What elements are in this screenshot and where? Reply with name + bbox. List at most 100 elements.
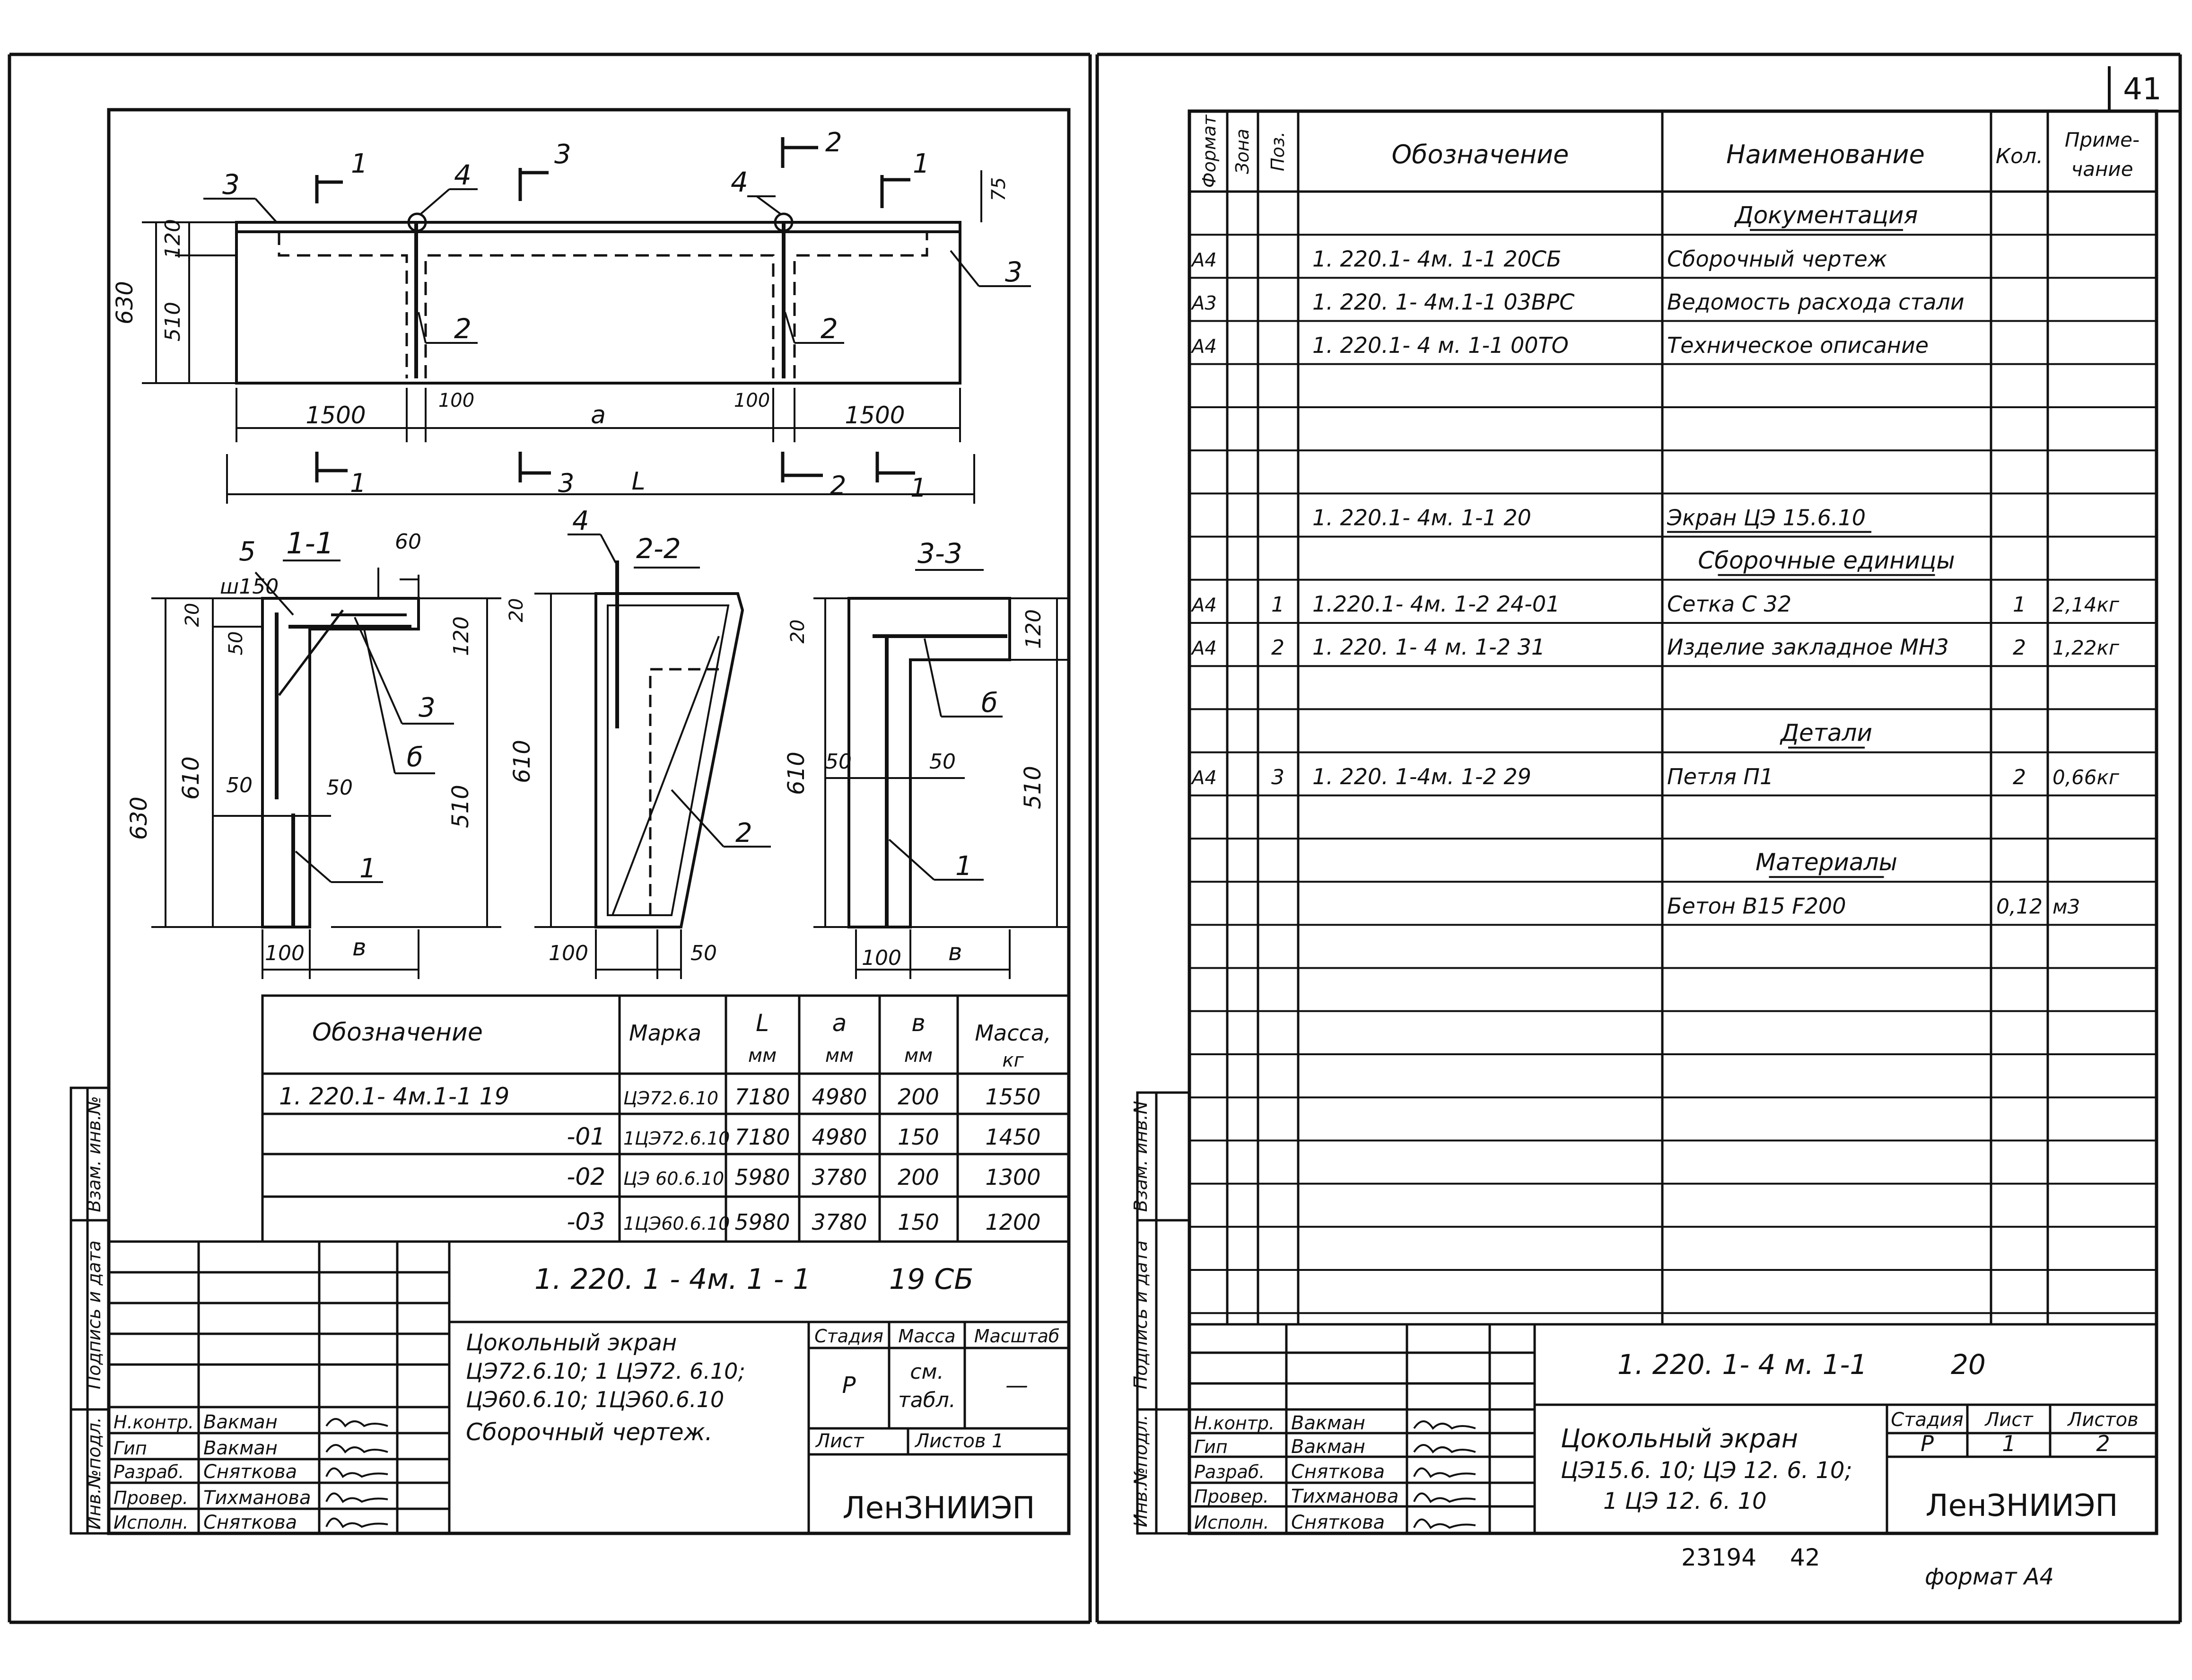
- spec-cell-pos: 1: [1271, 593, 1284, 617]
- callout-3a: 3: [222, 168, 240, 201]
- table-row: 1. 220.1- 4м.1-1 19 ЦЭ72.6.10 7180 4980 …: [279, 1083, 1041, 1110]
- callout-4-sec22: 4: [572, 506, 589, 536]
- spec-cell-fmt: А3: [1190, 293, 1217, 315]
- spec-cell-code: 1. 220.1- 4 м. 1-1 00ТО: [1312, 332, 1569, 358]
- cell-b: 200: [898, 1084, 939, 1110]
- right-side-label-replace: Взам. инв.N: [1130, 1101, 1151, 1212]
- section-2-2-title: 2-2: [636, 533, 681, 565]
- th-massa-kg: кг: [1002, 1050, 1024, 1071]
- left-role-2: Гип: [114, 1438, 147, 1459]
- cell-a: 4980: [812, 1124, 867, 1150]
- spec-cell-name: Детали: [1780, 719, 1872, 747]
- sec33-dim-610: 610: [783, 752, 810, 795]
- sec33-dim-510: 510: [1020, 766, 1046, 809]
- spec-cell-fmt: А4: [1190, 767, 1217, 789]
- sheet-number-box: 41: [2108, 66, 2180, 113]
- spec-cell-pos: 2: [1271, 636, 1284, 660]
- th-L-mm: мм: [748, 1045, 777, 1067]
- left-title-block: 1. 220. 1 - 4м. 1 - 1 19 СБ Цокольный эк…: [109, 1240, 1069, 1533]
- table-row: Детали: [1780, 719, 1872, 749]
- right-sheets: 2: [2096, 1431, 2110, 1456]
- spec-cell-qty: 0,12: [1996, 894, 2043, 919]
- right-doc-suffix: 20: [1951, 1348, 1986, 1381]
- dim-L: L: [632, 467, 646, 496]
- callout-5: 5: [239, 536, 256, 567]
- right-role-1: Н.контр.: [1194, 1413, 1275, 1434]
- section-3-3: 3-3 20 120 610 510 50 50 100 в б 1: [783, 537, 1069, 979]
- spec-cell-code: 1.220.1- 4м. 1-2 24-01: [1312, 591, 1560, 617]
- th-pos: Поз.: [1267, 131, 1288, 171]
- spec-cell-name: Сетка С 32: [1667, 591, 1791, 617]
- section-mark-1-bot-b: 1: [910, 473, 926, 503]
- cell-L: 5980: [734, 1164, 790, 1190]
- sec33-dim-120: 120: [1022, 609, 1046, 649]
- cell-a: 3780: [812, 1209, 867, 1235]
- cell-mass: 1200: [985, 1209, 1040, 1235]
- th-note-1: Приме-: [2065, 128, 2140, 151]
- left-signatures: [325, 1418, 388, 1528]
- th-b: в: [911, 1009, 925, 1037]
- spec-cell-name: Материалы: [1755, 849, 1897, 876]
- right-person-1: Вакман: [1291, 1412, 1365, 1434]
- sec11-dim-630: 630: [126, 796, 152, 840]
- right-role-3: Разраб.: [1194, 1461, 1265, 1482]
- cell-marka: ЦЭ 60.6.10: [623, 1168, 724, 1189]
- cell-b: 150: [898, 1209, 939, 1235]
- left-person-4: Тихманова: [203, 1487, 311, 1509]
- sec11-dim-50a: 50: [226, 773, 253, 797]
- footer: 23194 42 формат А4: [1681, 1544, 2054, 1590]
- left-role-4: Провер.: [114, 1488, 188, 1508]
- callout-4b: 4: [731, 166, 748, 198]
- callout-b-sec33: б: [981, 688, 998, 718]
- table-row: -03 1ЦЭ60.6.10 5980 3780 150 1200: [567, 1208, 1040, 1235]
- left-sheet-label: Лист: [815, 1430, 865, 1452]
- sec11-dim-120: 120: [449, 616, 473, 656]
- cell-b: 200: [898, 1164, 939, 1190]
- sec11-dim-50b: 50: [326, 776, 353, 800]
- spec-cell-code: 1. 220. 1-4м. 1-2 29: [1312, 764, 1531, 789]
- th-marka: Марка: [629, 1020, 701, 1046]
- th-note-2: чание: [2071, 158, 2133, 181]
- callout-1-sec33: 1: [955, 851, 972, 882]
- callout-3-sec11: 3: [419, 692, 436, 723]
- th-designation: Обозначение: [1392, 140, 1569, 169]
- cell-a: 4980: [812, 1084, 867, 1110]
- spec-cell-code: 1. 220.1- 4м. 1-1 20: [1312, 505, 1531, 531]
- spec-cell-fmt: А4: [1190, 249, 1217, 271]
- right-role-4: Провер.: [1194, 1486, 1269, 1507]
- right-side-label-inv: Инв.№подл.: [1130, 1415, 1151, 1527]
- left-role-5: Исполн.: [114, 1512, 189, 1533]
- spec-cell-code: 1. 220.1- 4м. 1-1 20СБ: [1312, 246, 1562, 271]
- section-1-1: 1-1 5 60 ш150 20 50 630 610 120 510 50: [126, 526, 501, 979]
- dim-a: a: [591, 401, 606, 429]
- cell-b: 150: [898, 1124, 939, 1150]
- spec-cell-qty: 2: [2013, 765, 2026, 789]
- marks-table: Обозначение Марка L мм а мм в мм Масса, …: [261, 994, 1070, 1243]
- spec-cell-note: 1,22кг: [2052, 636, 2120, 659]
- spec-cell-fmt: А4: [1190, 638, 1217, 659]
- left-people: Н.контр. Вакман Гип Вакман Разраб. Снятк…: [114, 1411, 311, 1533]
- spec-cell-pos: 3: [1271, 765, 1284, 789]
- side-label-replace: Взам. инв.№: [84, 1096, 105, 1212]
- sec11-dim-510: 510: [447, 785, 474, 828]
- right-sheet: 1: [2002, 1431, 2016, 1456]
- right-title-block: 1. 220. 1- 4 м. 1-1 20 Цокольный экран Ц…: [1189, 1323, 2157, 1533]
- left-person-5: Сняткова: [203, 1512, 297, 1533]
- table-row: -02 ЦЭ 60.6.10 5980 3780 200 1300: [567, 1163, 1040, 1190]
- left-doc-suffix: 19 СБ: [889, 1263, 973, 1296]
- side-label-sign: Подпись и дата: [84, 1241, 105, 1390]
- sec33-dim-50b: 50: [929, 750, 956, 774]
- right-name-line-3: 1 ЦЭ 12. 6. 10: [1603, 1488, 1767, 1514]
- left-stage: Р: [842, 1372, 856, 1399]
- left-name-line-1: Цокольный экран: [466, 1330, 677, 1356]
- left-scale: —: [1005, 1372, 1028, 1399]
- cell-marka: 1ЦЭ60.6.10: [623, 1213, 730, 1234]
- cell-marka: 1ЦЭ72.6.10: [623, 1128, 730, 1149]
- sec22-dim-100: 100: [549, 941, 588, 965]
- sec11-dim-b: в: [352, 934, 366, 961]
- left-role-1: Н.контр.: [114, 1412, 194, 1433]
- callout-2-sec22: 2: [735, 818, 752, 849]
- th-b-mm: мм: [904, 1045, 933, 1067]
